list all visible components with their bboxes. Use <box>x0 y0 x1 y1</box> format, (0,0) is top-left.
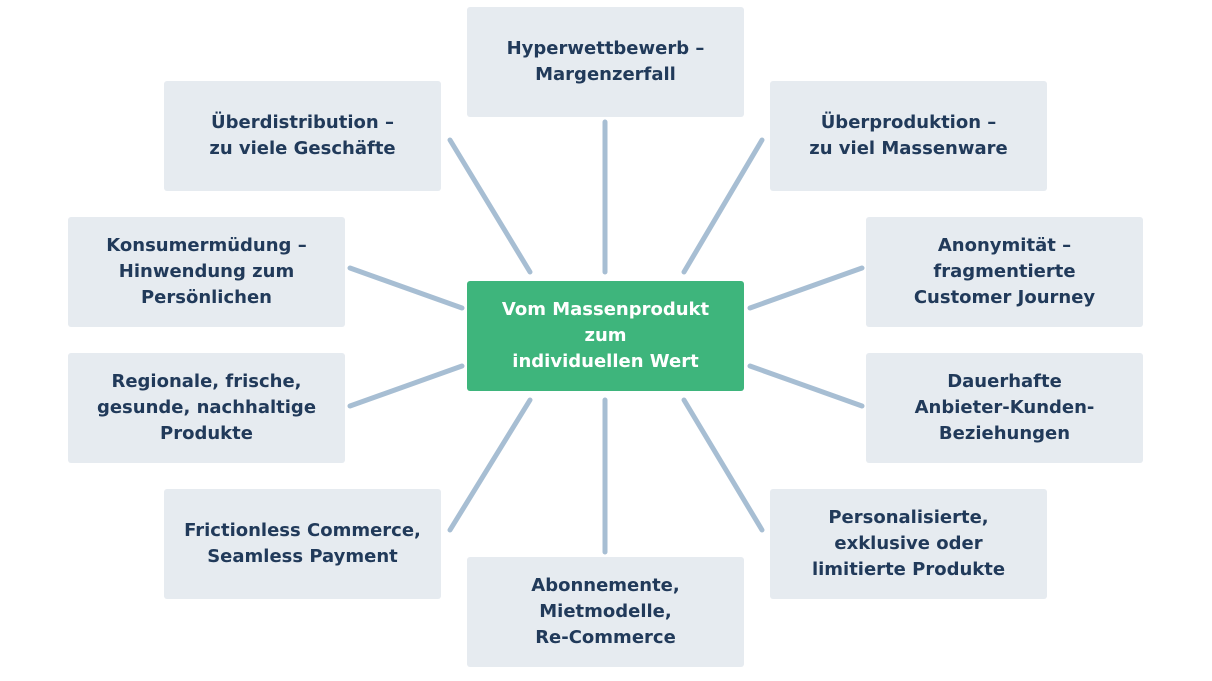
node-abonnemente: Abonnemente, Mietmodelle, Re-Commerce <box>467 557 744 667</box>
node-label: Personalisierte, exklusive oder limitier… <box>811 507 1006 580</box>
node-label: Hyperwettbewerb – Margenzerfall <box>506 38 705 85</box>
node-label: Frictionless Commerce, Seamless Payment <box>184 520 421 567</box>
node-label: Anonymität – fragmentierte Customer Jour… <box>913 235 1096 308</box>
node-label: Überproduktion – zu viel Massenware <box>809 112 1008 159</box>
node-hyperwettbewerb: Hyperwettbewerb – Margenzerfall <box>467 7 744 117</box>
center-node: Vom Massenprodukt zum individuellen Wert <box>467 281 744 391</box>
node-label: Regionale, frische, gesunde, nachhaltige… <box>96 371 317 444</box>
node-label: Konsumermüdung – Hinwendung zum Persönli… <box>106 235 307 308</box>
center-node-label: Vom Massenprodukt zum individuellen Wert <box>501 299 710 372</box>
node-personalisierte-produkte: Personalisierte, exklusive oder limitier… <box>770 489 1047 599</box>
connector-line <box>681 397 765 533</box>
node-regionale-produkte: Regionale, frische, gesunde, nachhaltige… <box>68 353 345 463</box>
connector-line <box>447 397 533 533</box>
node-anonymitaet: Anonymität – fragmentierte Customer Jour… <box>866 217 1143 327</box>
node-label: Überdistribution – zu viele Geschäfte <box>209 112 396 159</box>
connector-line <box>347 363 465 409</box>
connector-line <box>447 137 533 275</box>
node-konsumermuedung: Konsumermüdung – Hinwendung zum Persönli… <box>68 217 345 327</box>
node-dauerhafte-beziehungen: Dauerhafte Anbieter-Kunden- Beziehungen <box>866 353 1143 463</box>
node-frictionless-commerce: Frictionless Commerce, Seamless Payment <box>164 489 441 599</box>
node-label: Abonnemente, Mietmodelle, Re-Commerce <box>531 575 680 648</box>
node-ueberproduktion: Überproduktion – zu viel Massenware <box>770 81 1047 191</box>
node-ueberdistribution: Überdistribution – zu viele Geschäfte <box>164 81 441 191</box>
connector-line <box>747 363 865 409</box>
node-label: Dauerhafte Anbieter-Kunden- Beziehungen <box>914 371 1095 444</box>
connector-line <box>681 137 765 275</box>
connector-line <box>747 265 865 311</box>
connector-line <box>347 265 465 311</box>
